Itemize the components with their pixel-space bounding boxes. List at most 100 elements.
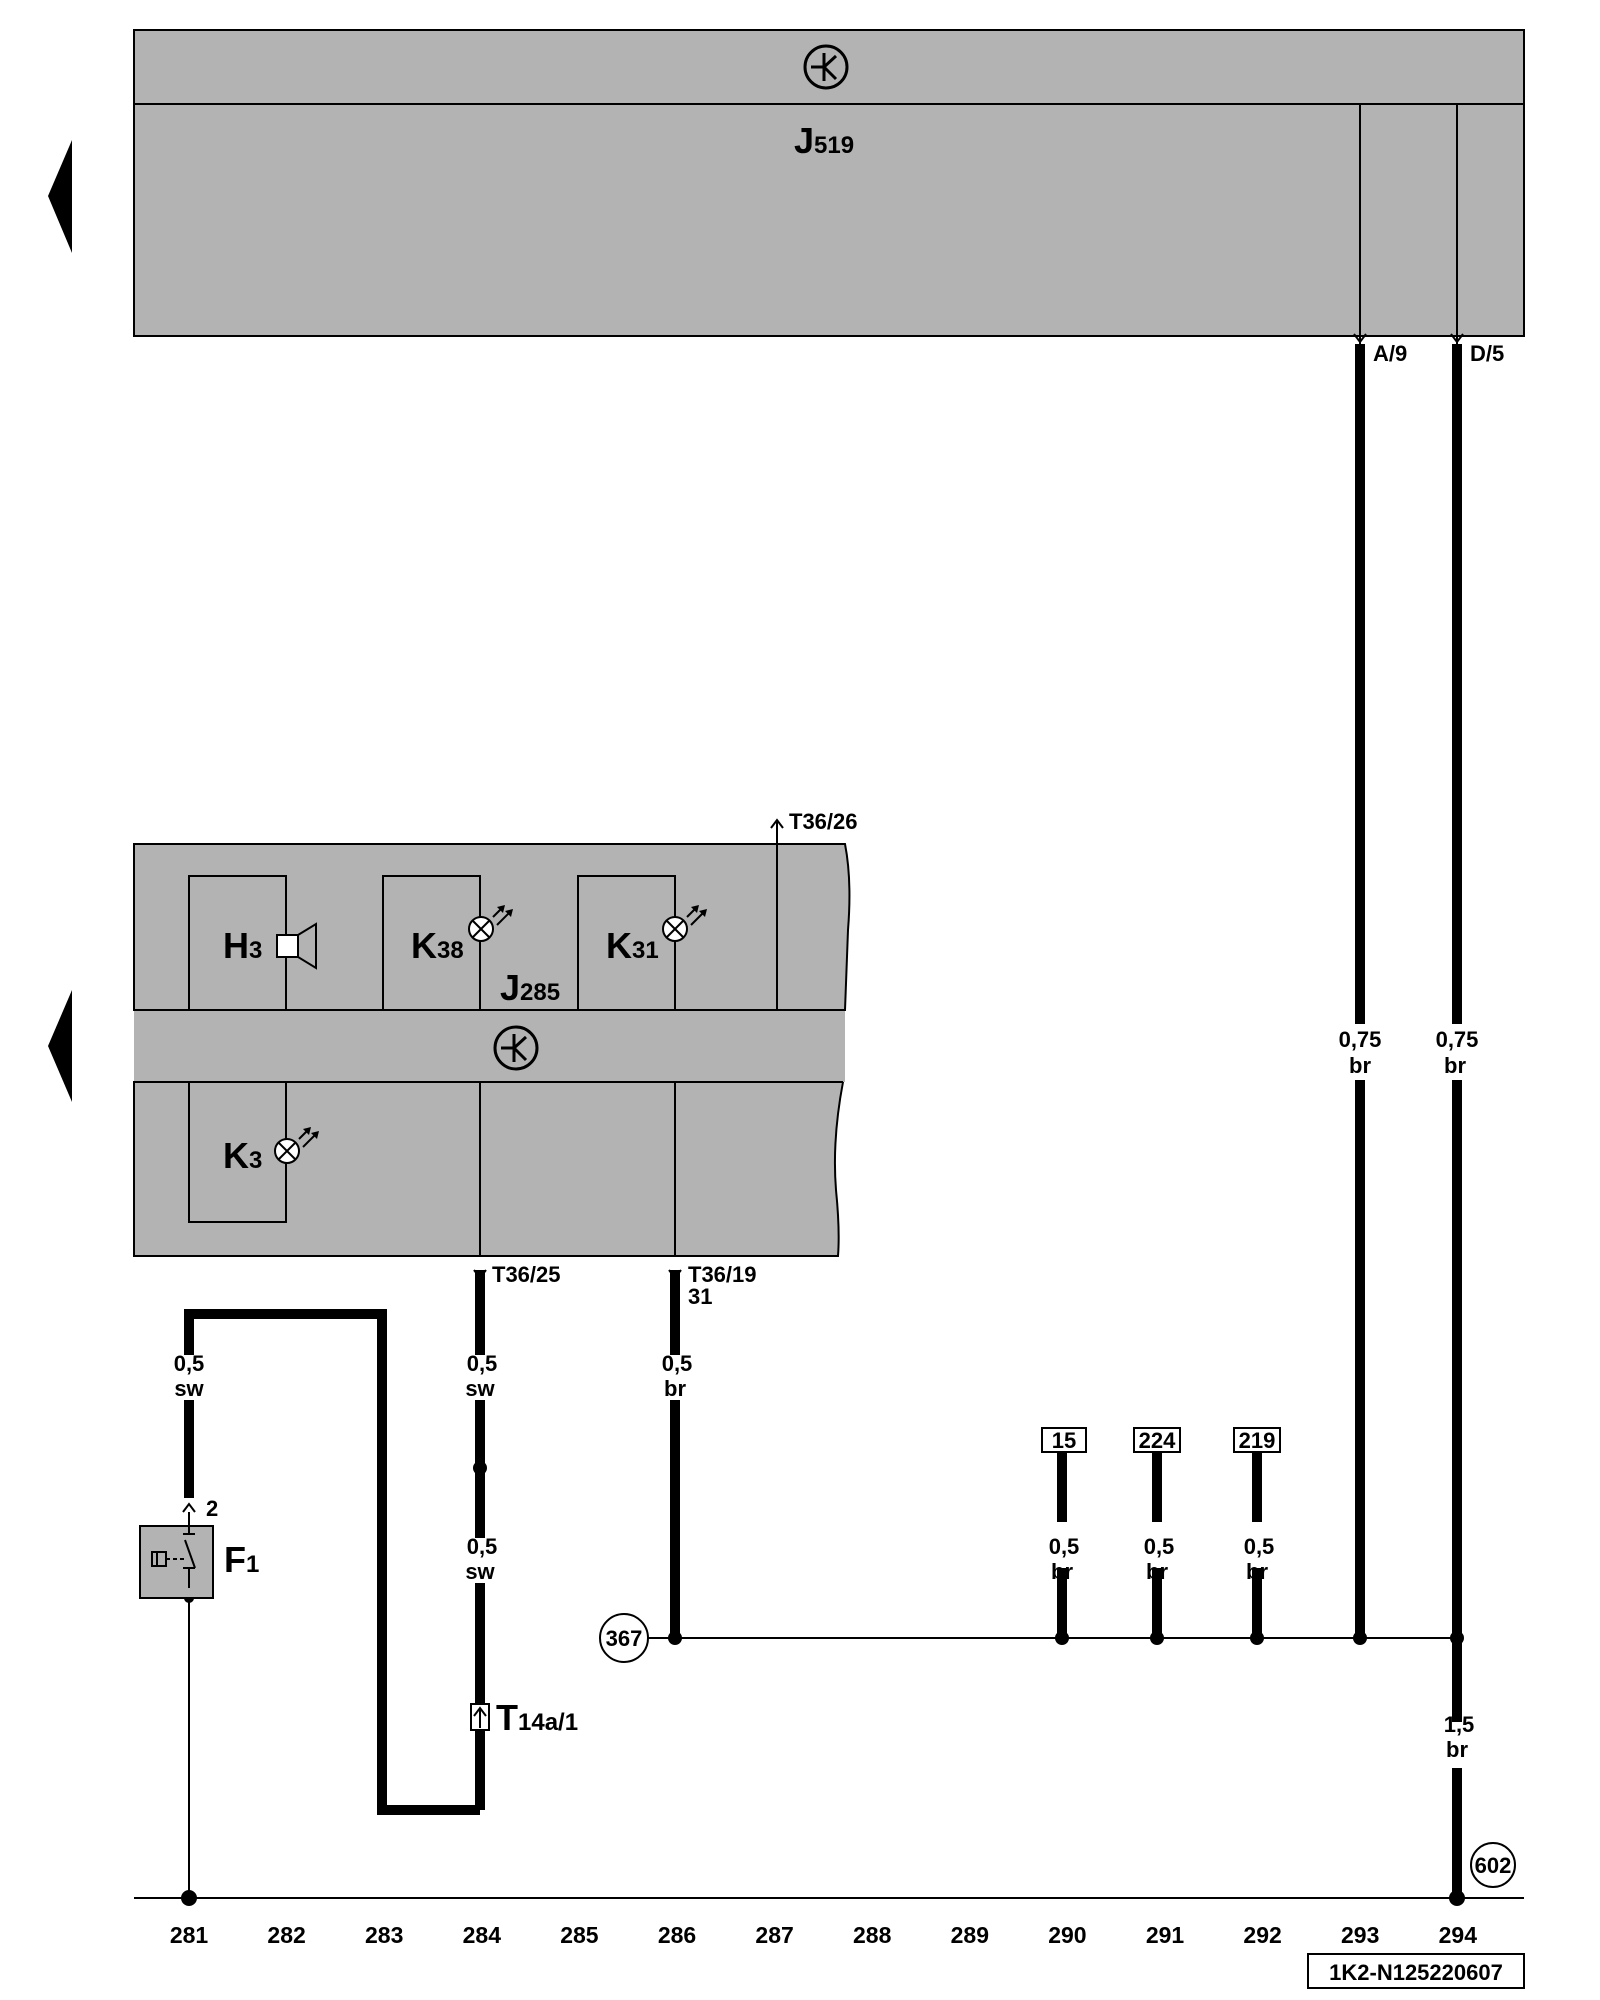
switch-icon [151,1512,196,1588]
connection-224[interactable]: 224 [1133,1427,1181,1453]
current-path-number: 288 [853,1922,892,1948]
junction-points [181,1461,1465,1906]
h3-label: H [223,925,249,966]
current-path-number: 289 [951,1922,989,1948]
wire-size-290: 0,5 [1049,1534,1080,1559]
connection-219[interactable]: 219 [1233,1427,1281,1453]
ground-label-367: 367 [606,1626,643,1651]
wire-color-293: br [1349,1053,1371,1078]
current-path-number: 283 [365,1922,403,1948]
document-id: 1K2-N125220607 [1329,1960,1503,1985]
lamp-icon [274,1127,319,1164]
svg-text:K3: K3 [223,1135,262,1176]
svg-text:H3: H3 [223,925,262,966]
lamp-icon [468,905,513,942]
electronic-control-icon [803,44,849,90]
wire-size-281: 0,5 [174,1351,205,1376]
k3-index: 3 [249,1147,262,1174]
svg-text:J285: J285 [500,967,560,1008]
f1-index: 1 [246,1551,259,1578]
buzzer-icon [276,922,317,970]
connection-15[interactable]: 15 [1041,1427,1087,1453]
k3-warning-lamp: K3 [188,1081,319,1223]
wire-size-284a: 0,5 [467,1351,498,1376]
j285-pin-t36-25[interactable]: T36/25 [473,1262,561,1287]
j285-pin-t36-26[interactable]: T36/26 [770,809,858,834]
pin-label-d5: D/5 [1470,341,1504,366]
k38-label: K [411,925,437,966]
f1-pin-label: 2 [206,1496,218,1521]
wire-size-294a: 0,75 [1436,1027,1479,1052]
f1-label: F [224,1539,246,1580]
current-path-number: 292 [1243,1922,1281,1948]
connection-label-15: 15 [1052,1428,1076,1453]
k38-warning-lamp: K38 [382,875,513,1011]
wire-size-286: 0,5 [662,1351,693,1376]
current-path-number: 290 [1048,1922,1086,1948]
j285-index: 285 [520,979,560,1006]
svg-text:T14a/1: T14a/1 [496,1697,578,1738]
k38-index: 38 [437,937,464,964]
pin-label-t36-26: T36/26 [789,809,858,834]
ground-label-602: 602 [1475,1853,1512,1878]
wire-size-291: 0,5 [1144,1534,1175,1559]
wire-size-292: 0,5 [1244,1534,1275,1559]
j519-control-unit: J519 [133,29,1525,337]
current-path-number: 287 [755,1922,793,1948]
j285-label: J [500,967,520,1008]
connection-label-224: 224 [1139,1428,1176,1453]
wire-color-292: br [1246,1559,1268,1584]
svg-text:K38: K38 [411,925,464,966]
f1-brake-light-switch[interactable]: 2 F1 [139,1496,259,1599]
k31-label: K [606,925,632,966]
continuation-arrow-top[interactable] [48,140,72,253]
current-path-number: 281 [170,1922,209,1948]
current-path-number: 285 [560,1922,599,1948]
t14a-connector[interactable]: T14a/1 [470,1697,578,1738]
pin-label-a9: A/9 [1373,341,1407,366]
current-path-axis: 281 282 283 284 285 286 287 288 289 290 291 292 293 2… [170,1922,1477,1948]
wire-color-291: br [1146,1559,1168,1584]
current-path-number: 291 [1146,1922,1185,1948]
k3-label: K [223,1135,249,1176]
wire-color-284a: sw [465,1376,495,1401]
current-path-number: 293 [1341,1922,1379,1948]
pin-label-t36-25: T36/25 [492,1262,561,1287]
continuation-arrow-bottom[interactable] [48,990,72,1102]
j519-index: 519 [814,132,854,159]
t14a-label: T [496,1697,518,1738]
h3-warning-buzzer: H3 [188,875,317,1011]
h3-index: 3 [249,937,262,964]
wiring [134,336,1524,1899]
ground-point-602[interactable]: 602 [1470,1842,1516,1888]
current-path-number: 284 [463,1922,502,1948]
svg-text:F1: F1 [224,1539,259,1580]
wire-color-290: br [1051,1559,1073,1584]
current-path-number: 294 [1439,1922,1478,1948]
j285-instrument-cluster: J285 H3 K38 [133,822,851,1257]
j519-label: J [794,120,814,161]
ground-point-367[interactable]: 367 [599,1613,649,1663]
svg-text:K31: K31 [606,925,659,966]
terminal-label-31: 31 [688,1284,712,1309]
t14a-index: 14a/1 [518,1709,578,1736]
wire-color-294a: br [1444,1053,1466,1078]
wire-color-284b: sw [465,1559,495,1584]
wire-size-284b: 0,5 [467,1534,498,1559]
pin-label-t36-19: T36/19 [688,1262,757,1287]
wire-size-294b: 1,5 [1444,1712,1475,1737]
k31-index: 31 [632,937,659,964]
lamp-icon [662,905,707,942]
wire-color-286: br [664,1376,686,1401]
wire-color-294b: br [1446,1737,1468,1762]
document-id-box: 1K2-N125220607 [1307,1953,1525,1989]
k31-warning-lamp: K31 [577,875,707,1011]
current-path-number: 282 [267,1922,305,1948]
wire-size-293: 0,75 [1339,1027,1382,1052]
current-path-number: 286 [658,1922,696,1948]
electronic-control-icon [493,1025,539,1071]
wire-color-281: sw [174,1376,204,1401]
connection-label-219: 219 [1239,1428,1276,1453]
j285-pin-t36-19[interactable]: T36/19 31 [668,1262,757,1309]
